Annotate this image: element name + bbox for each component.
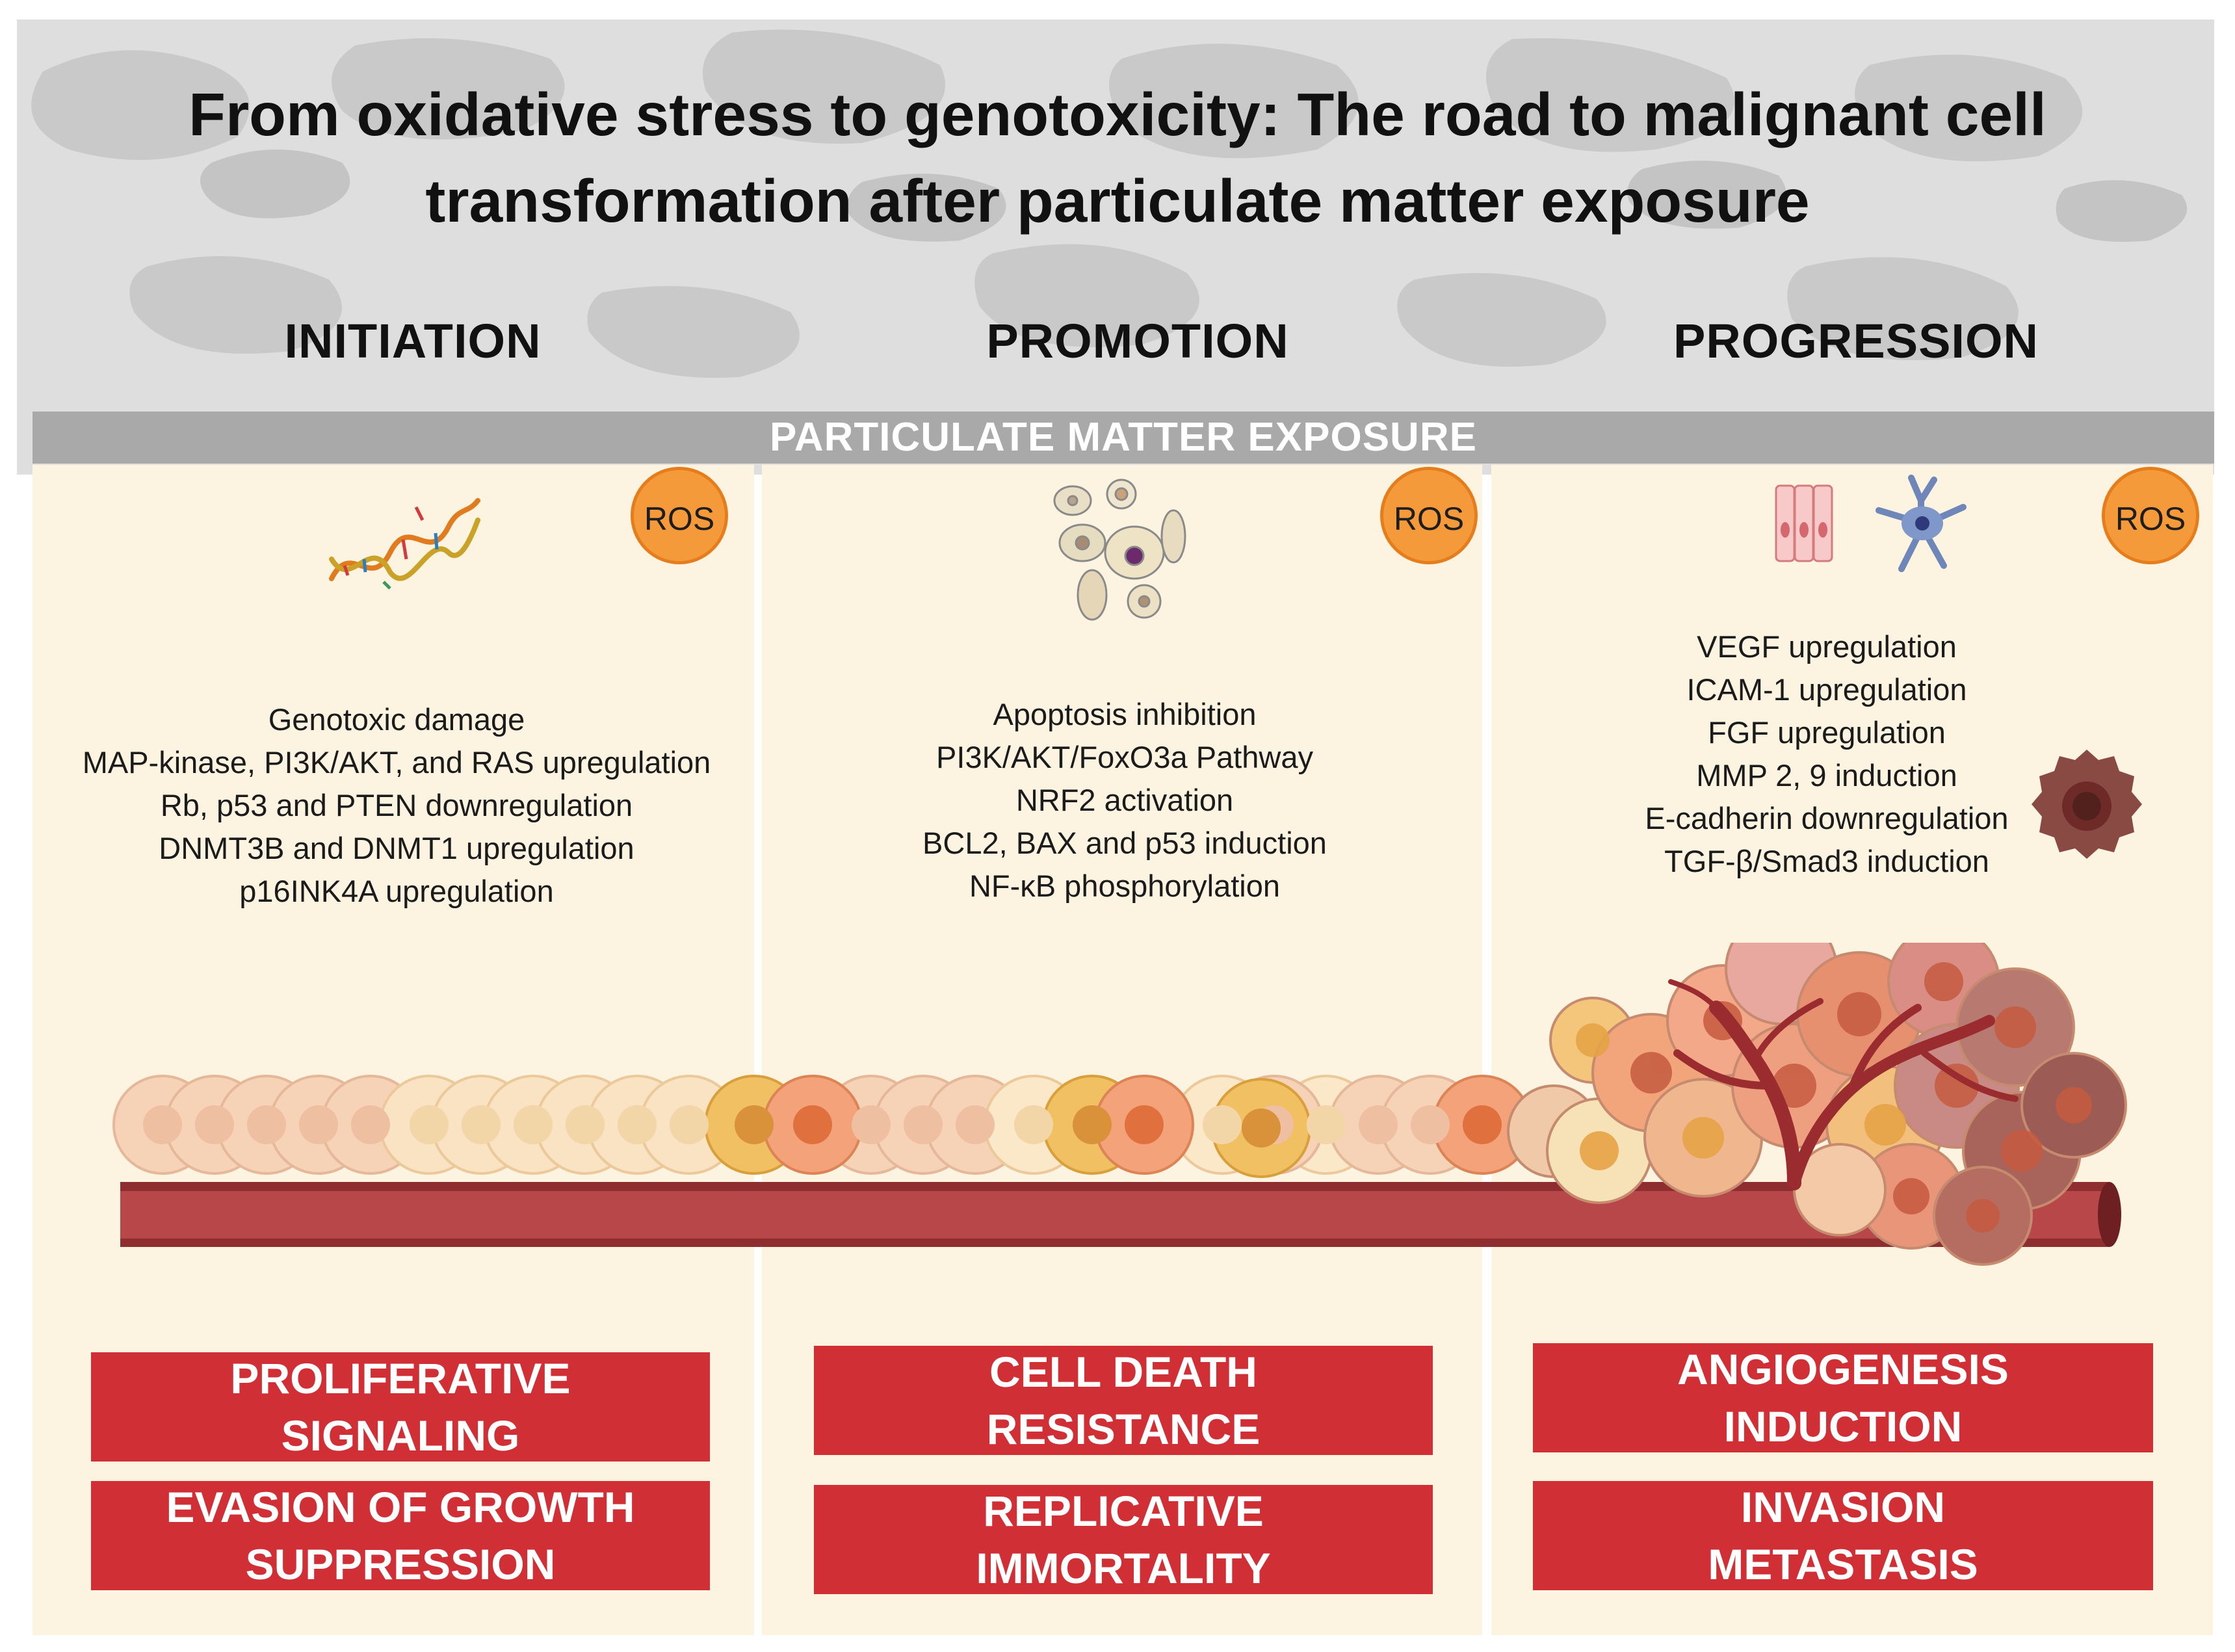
effect-item: MMP 2, 9 induction <box>1696 758 1957 793</box>
endothelial-cell-icon <box>1775 484 1833 562</box>
effect-item: E-cadherin downregulation <box>1645 801 2009 835</box>
effect-item: NF-κB phosphorylation <box>969 869 1281 903</box>
effect-item: p16INK4A upregulation <box>239 874 554 908</box>
effect-item: Apoptosis inhibition <box>993 697 1257 731</box>
effect-item: NRF2 activation <box>1015 783 1234 817</box>
apoptotic-cells-icon <box>1047 475 1196 624</box>
smoke-background <box>17 20 2214 475</box>
circulating-tumor-cell-icon <box>2025 744 2149 868</box>
ros-badge: ROS <box>2102 467 2199 564</box>
dna-damage-icon <box>325 494 481 592</box>
phase-progression: PROGRESSION <box>1673 314 2039 368</box>
ros-badge: ROS <box>631 467 728 564</box>
initiation-effects: Genotoxic damage MAP-kinase, PI3K/AKT, a… <box>39 698 754 913</box>
effect-item: BCL2, BAX and p53 induction <box>922 826 1327 860</box>
ros-badge: ROS <box>1380 467 1478 564</box>
effect-item: FGF upregulation <box>1708 715 1946 750</box>
progression-effects: VEGF upregulation ICAM-1 upregulation FG… <box>1547 625 2106 883</box>
tissue-illustration <box>0 943 2235 1281</box>
effect-item: Rb, p53 and PTEN downregulation <box>160 788 633 822</box>
exposure-bar: PARTICULATE MATTER EXPOSURE <box>33 412 2214 464</box>
promotion-effects: Apoptosis inhibition PI3K/AKT/FoxO3a Pat… <box>767 693 1482 908</box>
effect-item: DNMT3B and DNMT1 upregulation <box>159 831 634 865</box>
effect-item: MAP-kinase, PI3K/AKT, and RAS upregulati… <box>82 745 711 780</box>
effect-item: Genotoxic damage <box>268 702 525 737</box>
effect-item: TGF-β/Smad3 induction <box>1664 844 1989 878</box>
effect-item: PI3K/AKT/FoxO3a Pathway <box>936 740 1313 774</box>
effect-item: VEGF upregulation <box>1697 629 1957 664</box>
figure-title: From oxidative stress to genotoxicity: T… <box>189 81 2046 235</box>
immune-cell-icon <box>1872 475 1970 572</box>
phase-initiation: INITIATION <box>284 314 542 368</box>
phase-promotion: PROMOTION <box>986 314 1289 368</box>
effect-item: ICAM-1 upregulation <box>1686 672 1967 707</box>
